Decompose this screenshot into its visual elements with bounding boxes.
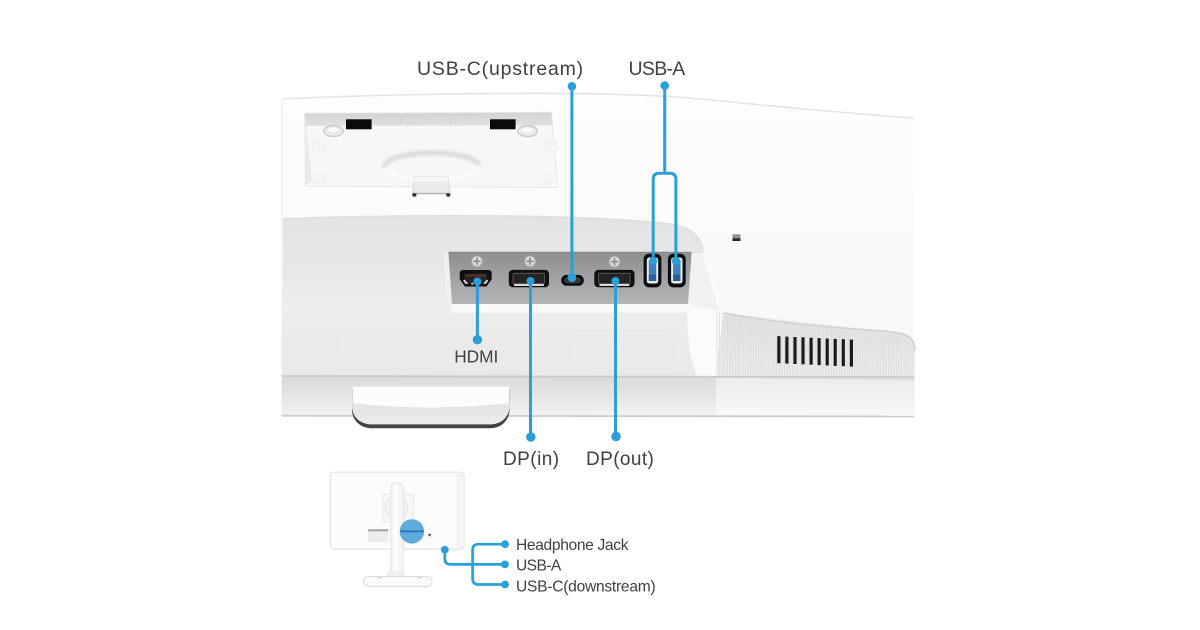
svg-text:USB-A: USB-A: [516, 557, 562, 574]
svg-text:HDMI: HDMI: [454, 346, 498, 366]
svg-text:Headphone Jack: Headphone Jack: [516, 537, 629, 554]
svg-text:USB-C(upstream): USB-C(upstream): [417, 58, 584, 80]
svg-text:DP(in): DP(in): [503, 449, 560, 470]
svg-text:USB-C(downstream): USB-C(downstream): [516, 579, 655, 596]
svg-text:USB-A: USB-A: [629, 58, 686, 80]
svg-text:DP(out): DP(out): [586, 449, 654, 470]
